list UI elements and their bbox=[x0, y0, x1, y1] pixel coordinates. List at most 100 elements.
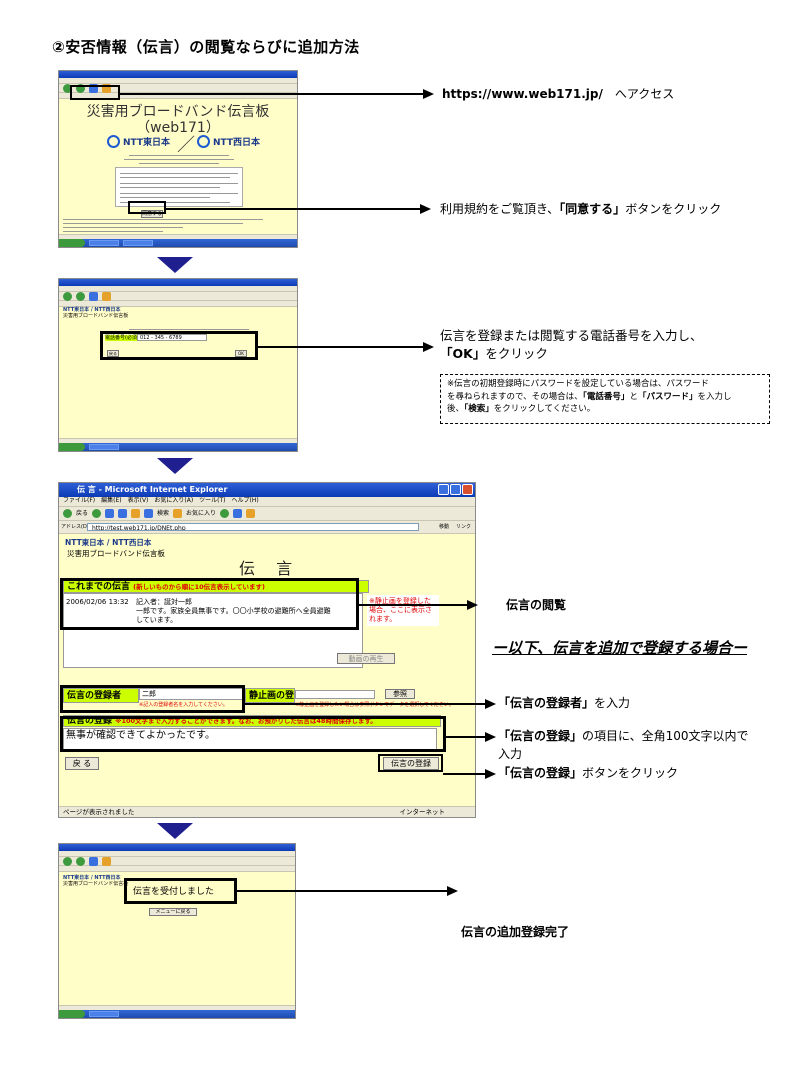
arrow-head bbox=[485, 769, 496, 779]
message-page-title: 伝 言 bbox=[239, 559, 301, 578]
refresh-icon[interactable] bbox=[89, 83, 98, 93]
annotation-view: 伝言の閲覧 bbox=[506, 598, 567, 612]
back-to-menu-button[interactable]: メニューに戻る bbox=[149, 908, 197, 916]
site-label: 災害用ブロードバンド伝言板 bbox=[63, 881, 129, 887]
status-bar bbox=[59, 438, 297, 443]
page-title: ②安否情報（伝言）の閲覧ならびに追加方法 bbox=[52, 38, 360, 56]
address-bar[interactable] bbox=[59, 866, 295, 872]
favorites-icon[interactable] bbox=[102, 83, 111, 93]
taskbar-window[interactable] bbox=[89, 444, 119, 450]
ok-button[interactable]: OK bbox=[235, 350, 247, 357]
address-bar[interactable] bbox=[59, 301, 297, 307]
close-icon[interactable] bbox=[462, 484, 473, 495]
annotation-message-line2: 入力 bbox=[498, 747, 523, 761]
back-button[interactable]: 戻 る bbox=[65, 757, 99, 770]
home-icon[interactable] bbox=[131, 509, 141, 518]
forward-icon[interactable] bbox=[76, 291, 85, 301]
toolbar-favorites-label[interactable]: お気に入り bbox=[186, 510, 217, 517]
media-icon[interactable] bbox=[220, 509, 230, 518]
history-panel: 2006/02/06 13:32 記入者：誕対一郎 一郎です。家族全員無事です。… bbox=[63, 593, 363, 668]
agree-button[interactable]: 同意する bbox=[141, 210, 163, 218]
received-text: 伝言を受付しました bbox=[133, 887, 215, 897]
submit-message-button[interactable]: 伝言の登録 bbox=[383, 757, 439, 770]
play-video-button[interactable]: 動画の再生 bbox=[337, 653, 395, 664]
back-icon[interactable] bbox=[63, 83, 72, 93]
highlight-history bbox=[60, 578, 359, 630]
ntt-west-logo: NTT西日本 bbox=[197, 135, 260, 148]
taskbar bbox=[59, 239, 297, 247]
links-label[interactable]: リンク bbox=[455, 524, 471, 530]
ntt-logos: NTT東日本 / NTT西日本 bbox=[63, 875, 121, 881]
annotation-registrant: 「伝言の登録者」を入力 bbox=[498, 696, 631, 710]
refresh-icon[interactable] bbox=[118, 509, 128, 518]
back-icon[interactable] bbox=[63, 291, 72, 301]
slash-divider: ／ bbox=[177, 135, 195, 156]
taskbar bbox=[59, 443, 297, 451]
arrow-line bbox=[443, 773, 485, 775]
start-button[interactable] bbox=[59, 1010, 85, 1018]
status-bar: ページが表示されました インターネット bbox=[59, 806, 475, 817]
highlight-received bbox=[124, 878, 237, 904]
highlight-registrant bbox=[60, 685, 245, 713]
image-placeholder-note: ※静止画を登録した場合、ここに表示されます。 bbox=[367, 595, 439, 626]
site-label: 災害用ブロードバンド伝言板 bbox=[63, 313, 129, 319]
forward-icon[interactable] bbox=[76, 856, 85, 866]
favorites-icon[interactable] bbox=[102, 856, 111, 866]
arrow-line bbox=[166, 208, 420, 210]
toolbar-back-label[interactable]: 戻る bbox=[76, 510, 89, 517]
window-titlebar bbox=[59, 844, 295, 851]
message-text: 一郎です。家族全員無事です。〇〇小学校の避難所へ全員避難 bbox=[136, 607, 331, 615]
image-path-input[interactable] bbox=[295, 690, 375, 699]
screenshot-message-page: 伝 言 - Microsoft Internet Explorer ファイル(F… bbox=[58, 482, 476, 818]
maximize-icon[interactable] bbox=[450, 484, 461, 495]
down-arrow-icon bbox=[157, 823, 193, 839]
phone-input[interactable]: 012 - 345 - 6789 bbox=[137, 334, 207, 341]
taskbar-window[interactable] bbox=[123, 240, 153, 246]
start-button[interactable] bbox=[59, 443, 85, 451]
favorites-icon[interactable] bbox=[173, 509, 183, 518]
arrow-head bbox=[485, 699, 496, 709]
refresh-icon[interactable] bbox=[89, 856, 98, 866]
image-hint: ※静止画を登録したい場合は参照ボタンでデータを選択してください。 bbox=[295, 702, 454, 708]
site-label: 災害用ブロードバンド伝言板 bbox=[67, 549, 165, 558]
minimize-icon[interactable] bbox=[438, 484, 449, 495]
down-arrow-icon bbox=[157, 257, 193, 273]
window-titlebar bbox=[59, 71, 297, 78]
back-icon[interactable] bbox=[63, 509, 72, 518]
screenshot-phone-entry: NTT東日本 / NTT西日本 災害用ブロードバンド伝言板 電話番号(必須) 0… bbox=[58, 278, 298, 452]
browser-toolbar bbox=[59, 291, 297, 301]
arrow-head bbox=[485, 732, 496, 742]
forward-icon[interactable] bbox=[92, 509, 102, 518]
taskbar-window[interactable] bbox=[89, 1011, 119, 1017]
password-note: ※伝言の初期登録時にパスワードを設定している場合は、パスワード を尋ねられますの… bbox=[440, 374, 770, 424]
taskbar bbox=[59, 1010, 295, 1018]
terms-textbox[interactable] bbox=[115, 167, 243, 207]
highlight-agree bbox=[128, 201, 166, 214]
ntt-logos: NTT東日本 / NTT西日本 bbox=[63, 307, 121, 313]
search-icon[interactable] bbox=[144, 509, 154, 518]
go-button[interactable]: 移動 bbox=[438, 524, 449, 530]
mail-icon[interactable] bbox=[233, 509, 243, 518]
highlight-address bbox=[70, 85, 120, 100]
address-label: アドレス(D) bbox=[61, 524, 89, 530]
screenshot-top-page: 災害用ブロードバンド伝言板 （web171） NTT東日本 ／ NTT西日本 同… bbox=[58, 70, 298, 248]
message-text: しています。 bbox=[136, 616, 178, 624]
stop-icon[interactable] bbox=[105, 509, 115, 518]
start-button[interactable] bbox=[59, 239, 85, 247]
toolbar-search-label[interactable]: 検索 bbox=[157, 510, 170, 517]
favorites-icon[interactable] bbox=[102, 291, 111, 301]
back-button[interactable]: 戻る bbox=[107, 350, 119, 357]
back-icon[interactable] bbox=[63, 856, 72, 866]
address-input[interactable]: http://test.web171.jp/DNEt.php bbox=[87, 523, 419, 531]
arrow-line bbox=[120, 93, 423, 95]
taskbar-window[interactable] bbox=[89, 240, 119, 246]
browse-button[interactable]: 参照 bbox=[385, 689, 415, 699]
ntt-logos: NTT東日本 / NTT西日本 bbox=[65, 538, 152, 547]
arrow-head bbox=[423, 342, 434, 352]
window-titlebar: 伝 言 - Microsoft Internet Explorer bbox=[59, 483, 475, 497]
refresh-icon[interactable] bbox=[89, 291, 98, 301]
print-icon[interactable] bbox=[246, 509, 256, 518]
forward-icon[interactable] bbox=[76, 83, 85, 93]
annotation-submit: 「伝言の登録」ボタンをクリック bbox=[498, 766, 679, 780]
address-bar[interactable] bbox=[59, 93, 297, 99]
